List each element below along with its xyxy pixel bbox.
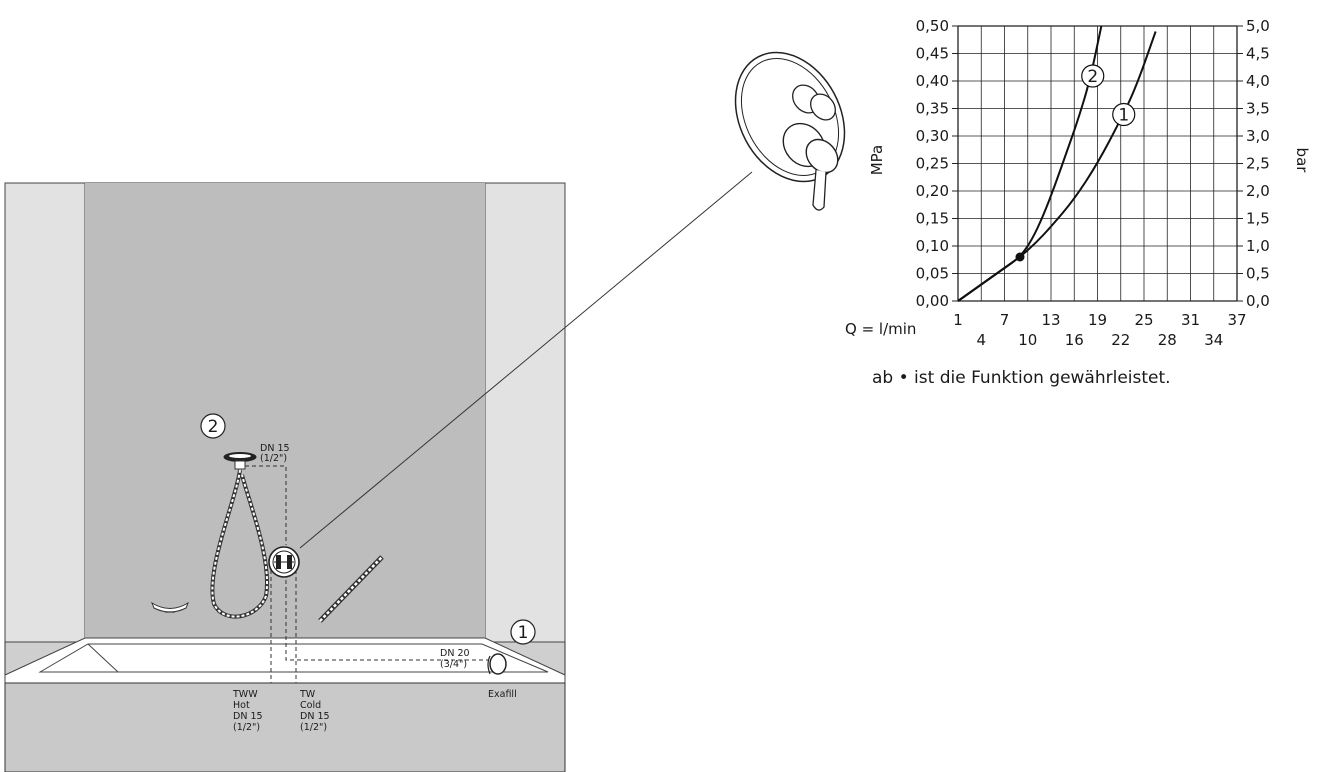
mixer-valve-icon — [268, 546, 300, 578]
right-tick-label: 0,0 — [1246, 292, 1270, 310]
chart-series: 12 — [957, 25, 1157, 302]
left-tick-label: 0,30 — [916, 127, 949, 145]
x-tick-label-upper: 31 — [1181, 311, 1200, 329]
right-tick-label: 2,5 — [1246, 155, 1270, 173]
series-label-2: 2 — [1087, 67, 1098, 87]
x-tick-label-lower: 10 — [1018, 331, 1037, 349]
series-label-circle — [1081, 64, 1105, 88]
hot-inch-label: (1/2") — [233, 722, 260, 733]
mixer-detail-illustration — [734, 51, 846, 211]
diverter-knob-icon — [792, 84, 836, 121]
hand-shower-inch-label: (1/2") — [260, 453, 287, 464]
left-tick-label: 0,50 — [916, 17, 949, 35]
x-tick-label-upper: 7 — [1000, 311, 1010, 329]
x-tick-label-upper: 13 — [1041, 311, 1060, 329]
series-label-circle — [1112, 102, 1136, 127]
mixer-lever-icon — [782, 122, 839, 211]
right-axis-ticks: 0,0 0,5 1,0 1,5 2,0 2,5 3,0 3,5 4,0 4,5 5,0 — [1237, 17, 1270, 310]
x-axis-label: Q = l/min — [845, 320, 916, 338]
bathroom-scene: 1 2 DN 15 (1/2") DN 20 (3/4") Exafill TW… — [4, 182, 566, 772]
left-tick-label: 0,15 — [916, 210, 949, 228]
right-tick-label: 5,0 — [1246, 17, 1270, 35]
cold-name-label: Cold — [300, 700, 321, 711]
function-threshold-dot — [1015, 252, 1025, 262]
right-tick-label: 3,5 — [1246, 100, 1270, 118]
hot-name-label: Hot — [233, 700, 250, 711]
chart-note: ab • ist die Funktion gewährleistet. — [872, 368, 1171, 388]
right-tick-label: 4,5 — [1246, 45, 1270, 63]
chart-grid — [957, 25, 1238, 302]
hand-shower-icon — [210, 452, 287, 619]
left-tick-label: 0,25 — [916, 155, 949, 173]
left-tick-label: 0,10 — [916, 237, 949, 255]
marker-hand-shower: 2 — [200, 413, 226, 439]
filler-inch-label: (3/4") — [440, 659, 467, 670]
x-tick-label-lower: 34 — [1204, 331, 1223, 349]
exafill-filler-icon — [487, 653, 507, 675]
left-tick-label: 0,40 — [916, 72, 949, 90]
hot-code-label: TWW — [232, 689, 258, 700]
series-line-1 — [957, 31, 1157, 302]
x-axis-ticks: 1 7 13 19 25 31 37 4 10 16 22 28 34 — [953, 311, 1246, 349]
left-axis-ticks: 0,00 0,05 0,10 0,15 0,20 0,25 0,30 0,35 0,40 0,45… — [916, 17, 958, 310]
svg-text:1: 1 — [518, 623, 529, 643]
supply-pipes — [270, 570, 488, 683]
exafill-label: Exafill — [488, 689, 517, 700]
right-tick-label: 4,0 — [1246, 72, 1270, 90]
right-tick-label: 1,5 — [1246, 210, 1270, 228]
x-tick-label-upper: 19 — [1088, 311, 1107, 329]
series-label-1: 1 — [1118, 106, 1129, 126]
left-tick-label: 0,00 — [916, 292, 949, 310]
x-tick-label-upper: 1 — [953, 311, 963, 329]
hand-shower-dn-label: DN 15 — [260, 443, 290, 454]
pressure-flow-chart: 0,00 0,05 0,10 0,15 0,20 0,25 0,30 0,35 0,40 0,45… — [845, 17, 1311, 349]
cold-code-label: TW — [299, 689, 316, 700]
left-axis-label: MPa — [868, 145, 886, 176]
x-tick-label-lower: 4 — [976, 331, 986, 349]
right-tick-label: 0,5 — [1246, 265, 1270, 283]
cold-dn-label: DN 15 — [300, 711, 330, 722]
bathtub — [4, 637, 566, 772]
x-tick-label-upper: 37 — [1227, 311, 1246, 329]
left-tick-label: 0,35 — [916, 100, 949, 118]
x-tick-label-lower: 22 — [1111, 331, 1130, 349]
right-tick-label: 2,0 — [1246, 182, 1270, 200]
soap-dish-icon — [150, 601, 190, 613]
left-tick-label: 0,05 — [916, 265, 949, 283]
shower-rail-icon — [318, 555, 384, 623]
right-axis-label: bar — [1293, 148, 1311, 174]
series-line-2 — [957, 25, 1103, 302]
right-tick-label: 3,0 — [1246, 127, 1270, 145]
left-tick-label: 0,20 — [916, 182, 949, 200]
hot-dn-label: DN 15 — [233, 711, 263, 722]
left-wall-panel — [4, 182, 86, 643]
left-tick-label: 0,45 — [916, 45, 949, 63]
filler-dn-label: DN 20 — [440, 648, 470, 659]
marker-bath-spout: 1 — [510, 619, 536, 645]
bathtub-front-panel — [4, 682, 566, 772]
x-tick-label-lower: 16 — [1065, 331, 1084, 349]
x-tick-label-upper: 25 — [1134, 311, 1153, 329]
x-tick-label-lower: 28 — [1158, 331, 1177, 349]
svg-text:2: 2 — [208, 417, 219, 437]
right-wall-panel — [484, 182, 566, 643]
detail-leader-line — [299, 171, 753, 549]
cold-inch-label: (1/2") — [300, 722, 327, 733]
right-tick-label: 1,0 — [1246, 237, 1270, 255]
